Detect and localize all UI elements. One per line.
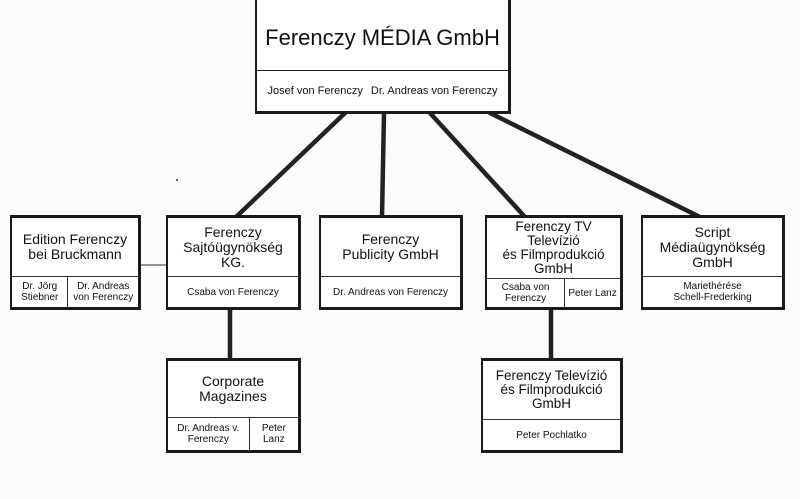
box-title: Ferenczy Televízió és Filmprodukció GmbH <box>495 368 608 411</box>
person-andreas-v-ferenczy: Dr. Andreas v. Ferenczy <box>177 423 240 445</box>
person-joerg-stiebner: Dr. Jörg Stiebner <box>21 281 59 303</box>
box-title: Ferenczy TV Televízió és Filmprodukció G… <box>502 219 605 276</box>
box-ferenczy-sajtougynokseg: Ferenczy Sajtóügynökség KG. Csaba von Fe… <box>166 215 301 310</box>
person-andreas-von-ferenczy: Dr. Andreas von Ferenczy <box>370 84 498 97</box>
person-csaba-von-ferenczy: Csaba von Ferenczy <box>187 286 279 298</box>
box-ferenczy-televizio-filmprodukcio: Ferenczy Televízió és Filmprodukció GmbH… <box>481 358 623 453</box>
box-corporate-magazines: Corporate Magazines Dr. Andreas v. Feren… <box>166 358 301 453</box>
box-ferenczy-publicity: Ferenczy Publicity GmbH Dr. Andreas von … <box>319 215 463 310</box>
connector-root-tv <box>427 110 528 220</box>
person-peter-lanz: Peter Lanz <box>248 418 298 450</box>
person-peter-lanz: Peter Lanz <box>564 279 620 307</box>
box-title: Ferenczy Sajtóügynökség KG. <box>183 223 283 270</box>
box-title: Ferenczy Publicity GmbH <box>342 231 439 262</box>
person-marietherese-schell-frederking: Mariethérése Schell-Frederking <box>673 281 752 303</box>
scan-speck <box>176 179 178 181</box>
connector-root-script <box>487 110 703 220</box>
connector-root-sajto <box>233 110 348 220</box>
box-people-row: Dr. Andreas v. Ferenczy Peter Lanz <box>168 417 298 450</box>
box-people-row: Csaba von Ferenczy Peter Lanz <box>487 278 620 307</box>
box-title: Script Médiaügynökség GmbH <box>659 223 766 270</box>
box-people-row: Csaba von Ferenczy <box>168 276 298 307</box>
box-people-row: Mariethérése Schell-Frederking <box>643 276 782 307</box>
person-csaba-von-ferenczy: Csaba von Ferenczy <box>501 282 550 304</box>
person-andreas-von-ferenczy: Dr. Andreas von Ferenczy <box>332 286 449 298</box>
person-peter-pochlatko: Peter Pochlatko <box>516 429 587 441</box>
box-edition-ferenczy: Edition Ferenczy bei Bruckmann Dr. Jörg … <box>10 215 141 310</box>
box-script-mediaugynokseg: Script Médiaügynökség GmbH Mariethérése … <box>641 215 785 310</box>
person-josef-von-ferenczy: Josef von Ferenczy <box>267 84 363 97</box>
box-ferenczy-media: Ferenczy MÉDIA GmbH Josef von Ferenczy D… <box>255 0 511 114</box>
box-ferenczy-tv: Ferenczy TV Televízió és Filmprodukció G… <box>485 215 623 310</box>
box-people-row: Josef von Ferenczy Dr. Andreas von Feren… <box>257 70 508 111</box>
person-andreas-von-ferenczy: Dr. Andreas von Ferenczy <box>67 277 138 307</box>
box-title: Ferenczy MÉDIA GmbH <box>265 25 500 50</box>
box-people-row: Dr. Andreas von Ferenczy <box>321 276 460 307</box>
box-title: Edition Ferenczy bei Bruckmann <box>22 231 128 262</box>
box-people-row: Peter Pochlatko <box>483 419 620 450</box>
box-title: Corporate Magazines <box>199 373 267 404</box>
connector-root-publicity <box>379 110 387 220</box>
box-people-row: Dr. Jörg Stiebner Dr. Andreas von Ferenc… <box>12 276 138 307</box>
